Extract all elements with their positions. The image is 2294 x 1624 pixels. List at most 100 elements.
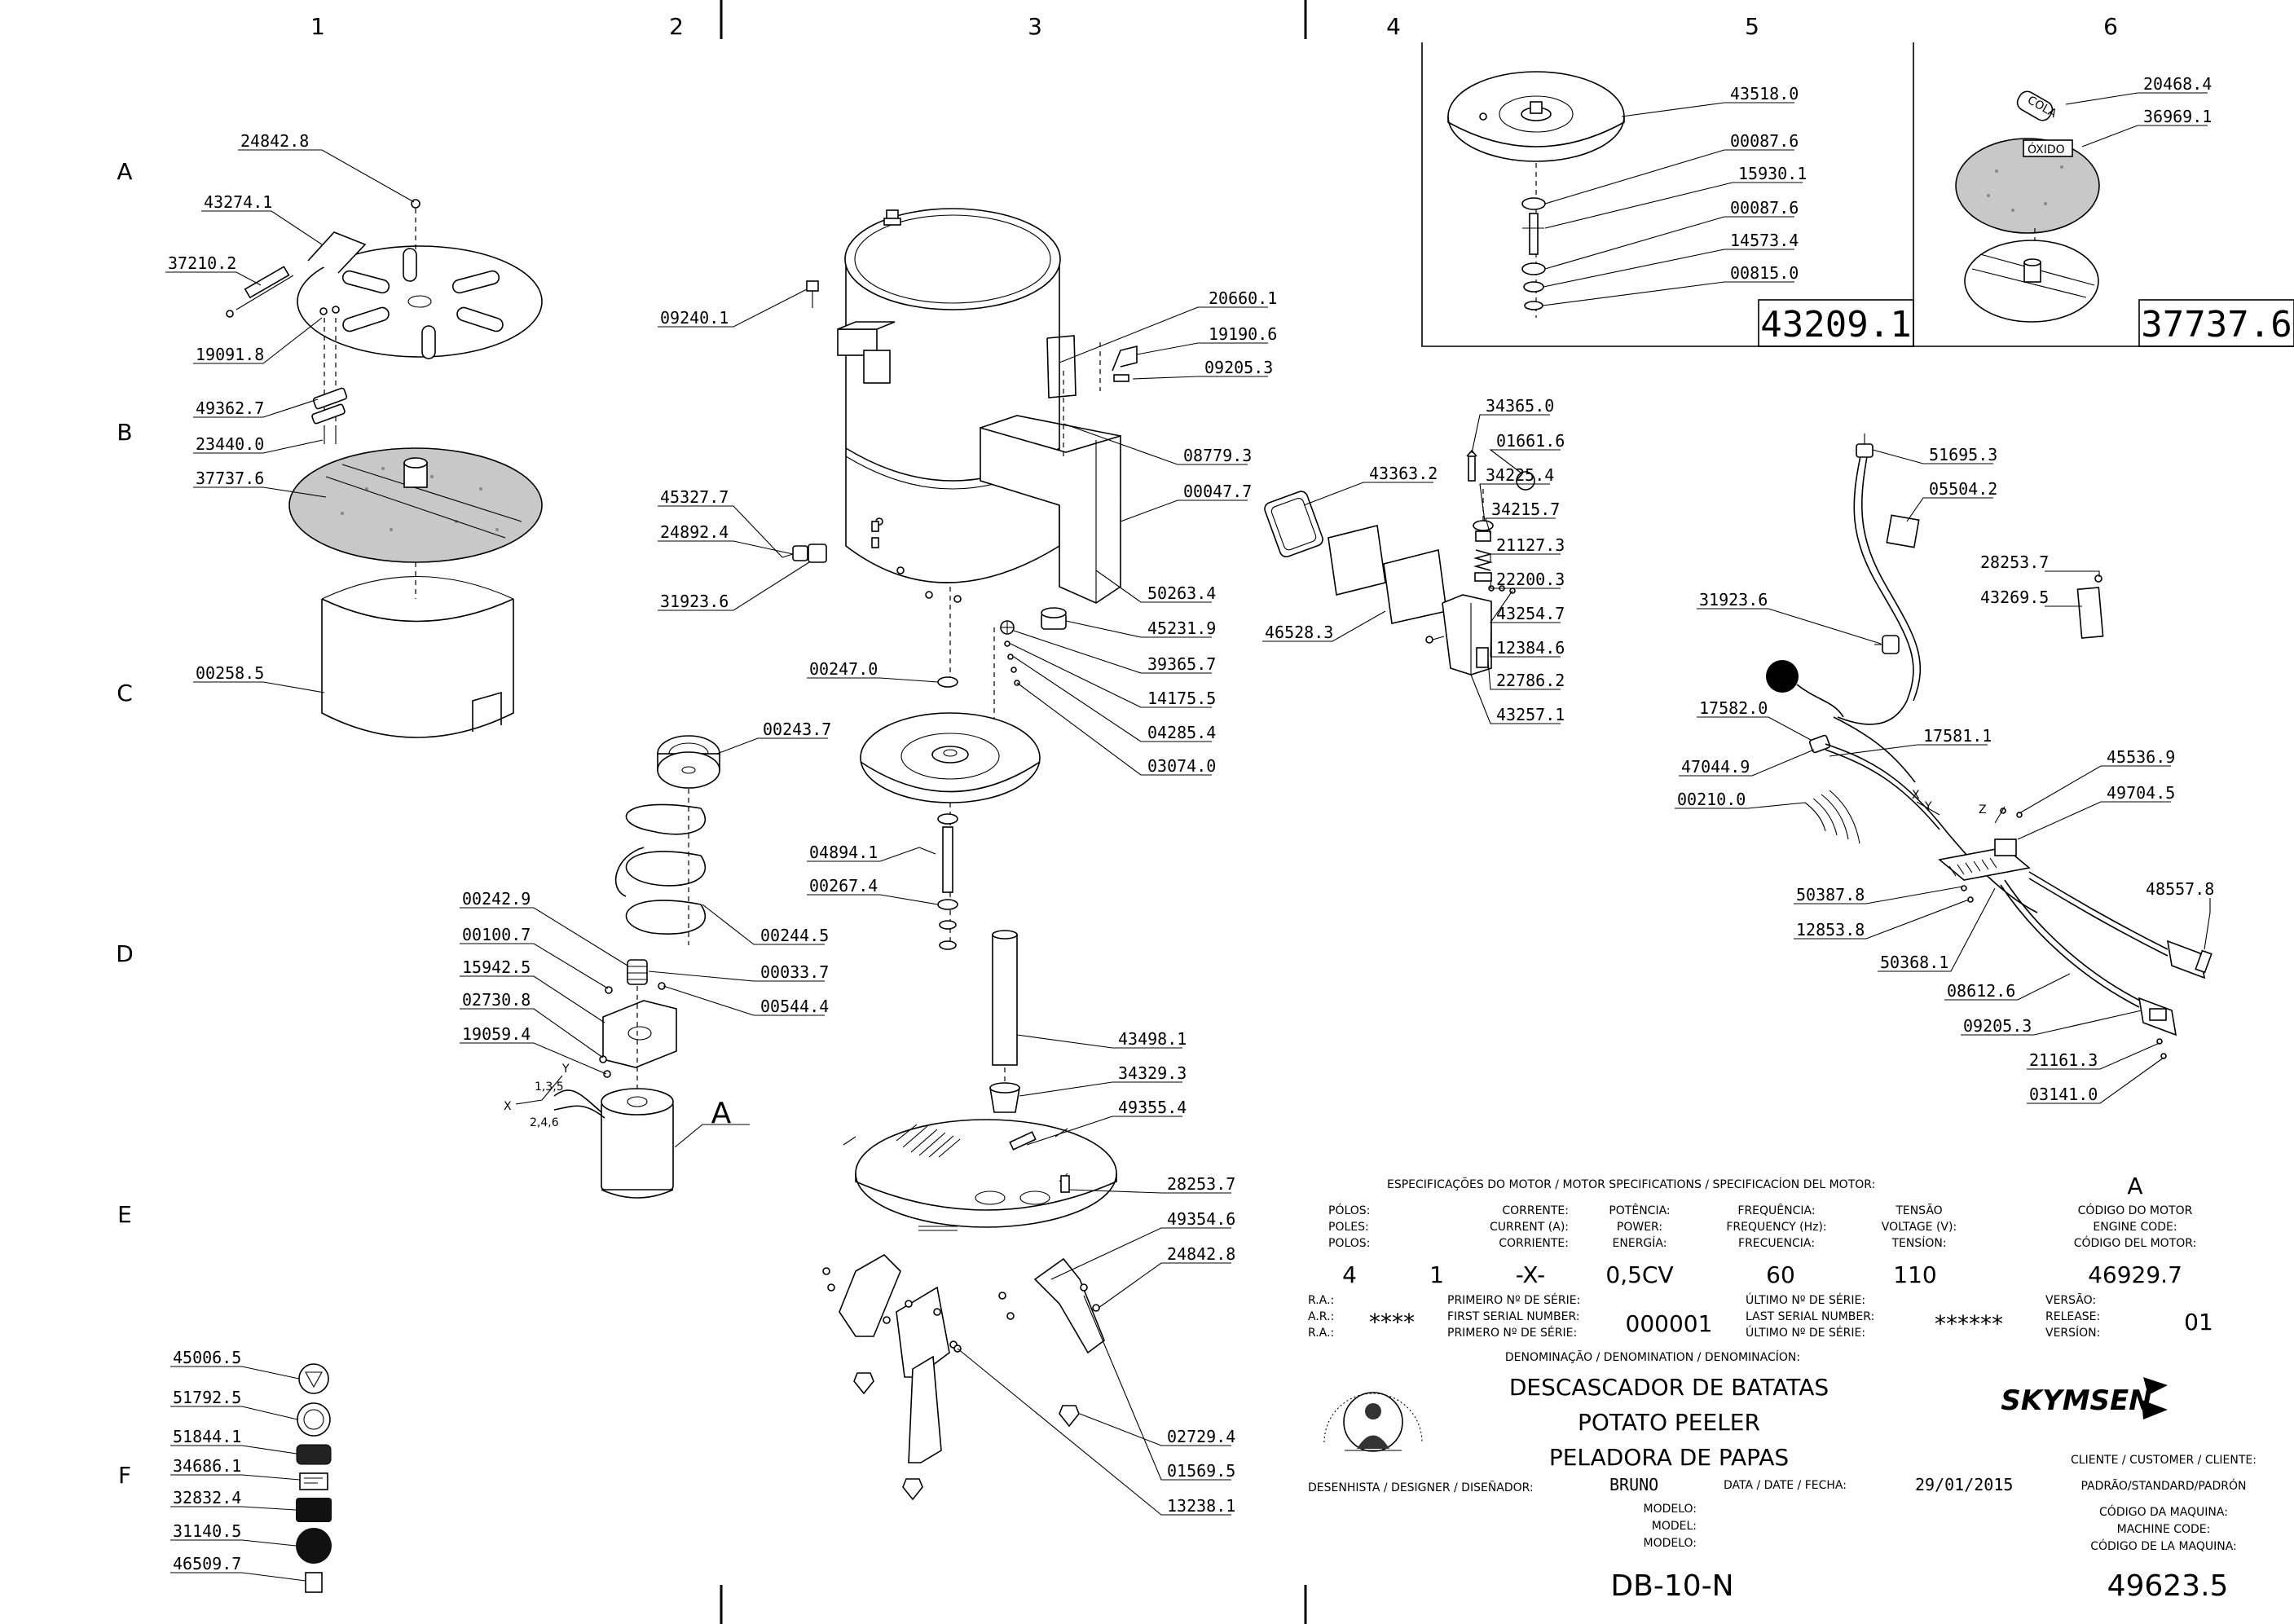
- sub-assembly-frames: 43209.1 37737.6: [1421, 42, 2294, 347]
- part-label: 00258.5: [196, 663, 264, 683]
- voltage-label: TENSÃO: [1895, 1204, 1942, 1217]
- part-label: 01661.6: [1496, 431, 1565, 451]
- machine-code-label: CÓDIGO DA MAQUINA:: [2099, 1504, 2228, 1519]
- column-3-labels: 09240.1 45327.7 24892.4 31923.6 20660.1 …: [658, 288, 1277, 1516]
- column-number: 4: [1386, 13, 1401, 40]
- row-letter: F: [118, 1462, 131, 1489]
- part-label: 48557.8: [2146, 879, 2214, 899]
- part-label: 21161.3: [2029, 1050, 2098, 1070]
- power-label: POWER:: [1617, 1221, 1662, 1234]
- part-label: 00100.7: [462, 925, 531, 944]
- first-serial-label: PRIMERO Nº DE SÉRIE:: [1447, 1326, 1577, 1340]
- power-value: 0,5CV: [1605, 1261, 1673, 1288]
- part-label: 12853.8: [1796, 920, 1865, 940]
- part-label: 34225.4: [1486, 465, 1554, 485]
- product-name-en: POTATO PEELER: [1578, 1409, 1760, 1436]
- designer-value: BRUNO: [1609, 1475, 1658, 1494]
- column-1-labels: 24842.8 43274.1 37210.2 19091.8 49362.7 …: [165, 131, 415, 693]
- warning-sticker-icon: [298, 1363, 329, 1394]
- title-block: ESPECIFICAÇÕES DO MOTOR / MOTOR SPECIFIC…: [1308, 1173, 2257, 1603]
- part-label: 28253.7: [1980, 552, 2049, 572]
- part-label: 45327.7: [660, 487, 729, 507]
- row-letter: D: [116, 940, 134, 967]
- part-label: 24842.8: [240, 131, 309, 151]
- small-label-icon: [305, 1572, 323, 1593]
- part-label: 34215.7: [1491, 500, 1560, 519]
- tank-group: [782, 208, 1138, 1501]
- poles-label: POLES:: [1328, 1221, 1369, 1234]
- part-label: 23440.0: [196, 434, 264, 454]
- poles-label: PÓLOS:: [1328, 1203, 1370, 1217]
- wiring-group: Z X Y 51695.3 05504.2 28253.7 43269.5: [1675, 434, 2214, 1104]
- part-label: 24842.8: [1167, 1244, 1235, 1264]
- customer-value: PADRÃO/STANDARD/PADRÓN: [2081, 1478, 2247, 1493]
- ra-label: R.A.:: [1308, 1294, 1334, 1307]
- stickers-group: 45006.5 51792.5 51844.1 34686.1 32832.4 …: [170, 1348, 332, 1593]
- part-label: 22200.3: [1496, 570, 1565, 589]
- part-label: 43269.5: [1980, 588, 2049, 607]
- power-label: ENERGÍA:: [1613, 1236, 1667, 1250]
- model-label: MODEL:: [1652, 1520, 1697, 1533]
- part-label: 19059.4: [462, 1024, 531, 1044]
- part-label: 09205.3: [1204, 358, 1273, 377]
- version-value: 01: [2184, 1309, 2213, 1336]
- customer-label: CLIENTE / CUSTOMER / CLIENTE:: [2071, 1454, 2257, 1467]
- frequency-label: FRECUENCIA:: [1738, 1237, 1815, 1250]
- date-label: DATA / DATE / FECHA:: [1724, 1479, 1847, 1492]
- part-label: 17581.1: [1923, 726, 1992, 746]
- part-label: 22786.2: [1496, 671, 1565, 690]
- black-sticker-icon: [296, 1498, 332, 1522]
- version-label: VERSÍON:: [2045, 1326, 2100, 1340]
- wire-label-top: 1,3,5: [535, 1080, 564, 1094]
- part-label: 15942.5: [462, 957, 531, 977]
- axis-z-label: Z: [1979, 803, 1987, 816]
- poles-value: 4: [1342, 1261, 1357, 1288]
- current-label: CORRENTE:: [1502, 1204, 1569, 1217]
- part-label: 14573.4: [1730, 231, 1799, 250]
- part-label: 02729.4: [1167, 1427, 1235, 1446]
- part-label: 32832.4: [173, 1488, 241, 1507]
- part-label: 19091.8: [196, 345, 264, 364]
- part-label: 08779.3: [1183, 446, 1252, 465]
- power-label: POTÊNCIA:: [1609, 1203, 1670, 1217]
- part-label: 00087.6: [1730, 198, 1799, 218]
- label-sticker-icon: [299, 1472, 328, 1490]
- model-value: DB-10-N: [1610, 1569, 1733, 1603]
- machine-code-label: CÓDIGO DE LA MAQUINA:: [2090, 1538, 2237, 1553]
- version-label: RELEASE:: [2045, 1310, 2100, 1323]
- part-label: 00247.0: [809, 659, 878, 679]
- part-label: 00267.4: [809, 876, 878, 896]
- sub-assembly-5: 43518.0 00087.6 15930.1 00087.6 14573.4 …: [1447, 71, 1807, 318]
- part-label: 00210.0: [1677, 790, 1746, 809]
- part-label: 00244.5: [760, 926, 829, 945]
- black-knob-icon: [1766, 660, 1799, 693]
- part-label: 04894.1: [809, 843, 878, 862]
- part-label: 20660.1: [1209, 288, 1277, 308]
- last-serial-label: LAST SERIAL NUMBER:: [1746, 1310, 1874, 1323]
- part-label: 05504.2: [1929, 479, 1997, 499]
- column-number: 2: [669, 13, 684, 40]
- part-label: 50263.4: [1147, 583, 1216, 603]
- part-label: 34686.1: [173, 1456, 241, 1476]
- motor-code-value: 46929.7: [2088, 1261, 2182, 1288]
- part-label: 37737.6: [196, 469, 264, 488]
- axis-x-label-wiring: X: [1912, 789, 1920, 802]
- voltage-label: TENSÍON:: [1891, 1236, 1946, 1250]
- frequency-label: FREQUÊNCIA:: [1737, 1203, 1815, 1217]
- axis-y-label-wiring: Y: [1924, 800, 1932, 813]
- poles-label: POLOS:: [1328, 1237, 1370, 1250]
- ra-label: A.R.:: [1308, 1310, 1334, 1323]
- part-label: 43254.7: [1496, 604, 1565, 623]
- part-label: 46528.3: [1265, 623, 1333, 642]
- motor-spec-header: ESPECIFICAÇÕES DO MOTOR / MOTOR SPECIFIC…: [1387, 1177, 1875, 1191]
- part-label: 09205.3: [1963, 1016, 2032, 1036]
- part-label: 51695.3: [1929, 445, 1997, 464]
- logo-sticker-icon: [296, 1444, 332, 1465]
- model-label: MODELO:: [1643, 1537, 1697, 1550]
- ra-label: R.A.:: [1308, 1327, 1334, 1340]
- current-value: -X-: [1516, 1261, 1546, 1288]
- part-label: 50387.8: [1796, 885, 1865, 904]
- part-label: 43274.1: [204, 192, 272, 212]
- part-label: 00243.7: [763, 720, 831, 739]
- part-label: 49354.6: [1167, 1209, 1235, 1229]
